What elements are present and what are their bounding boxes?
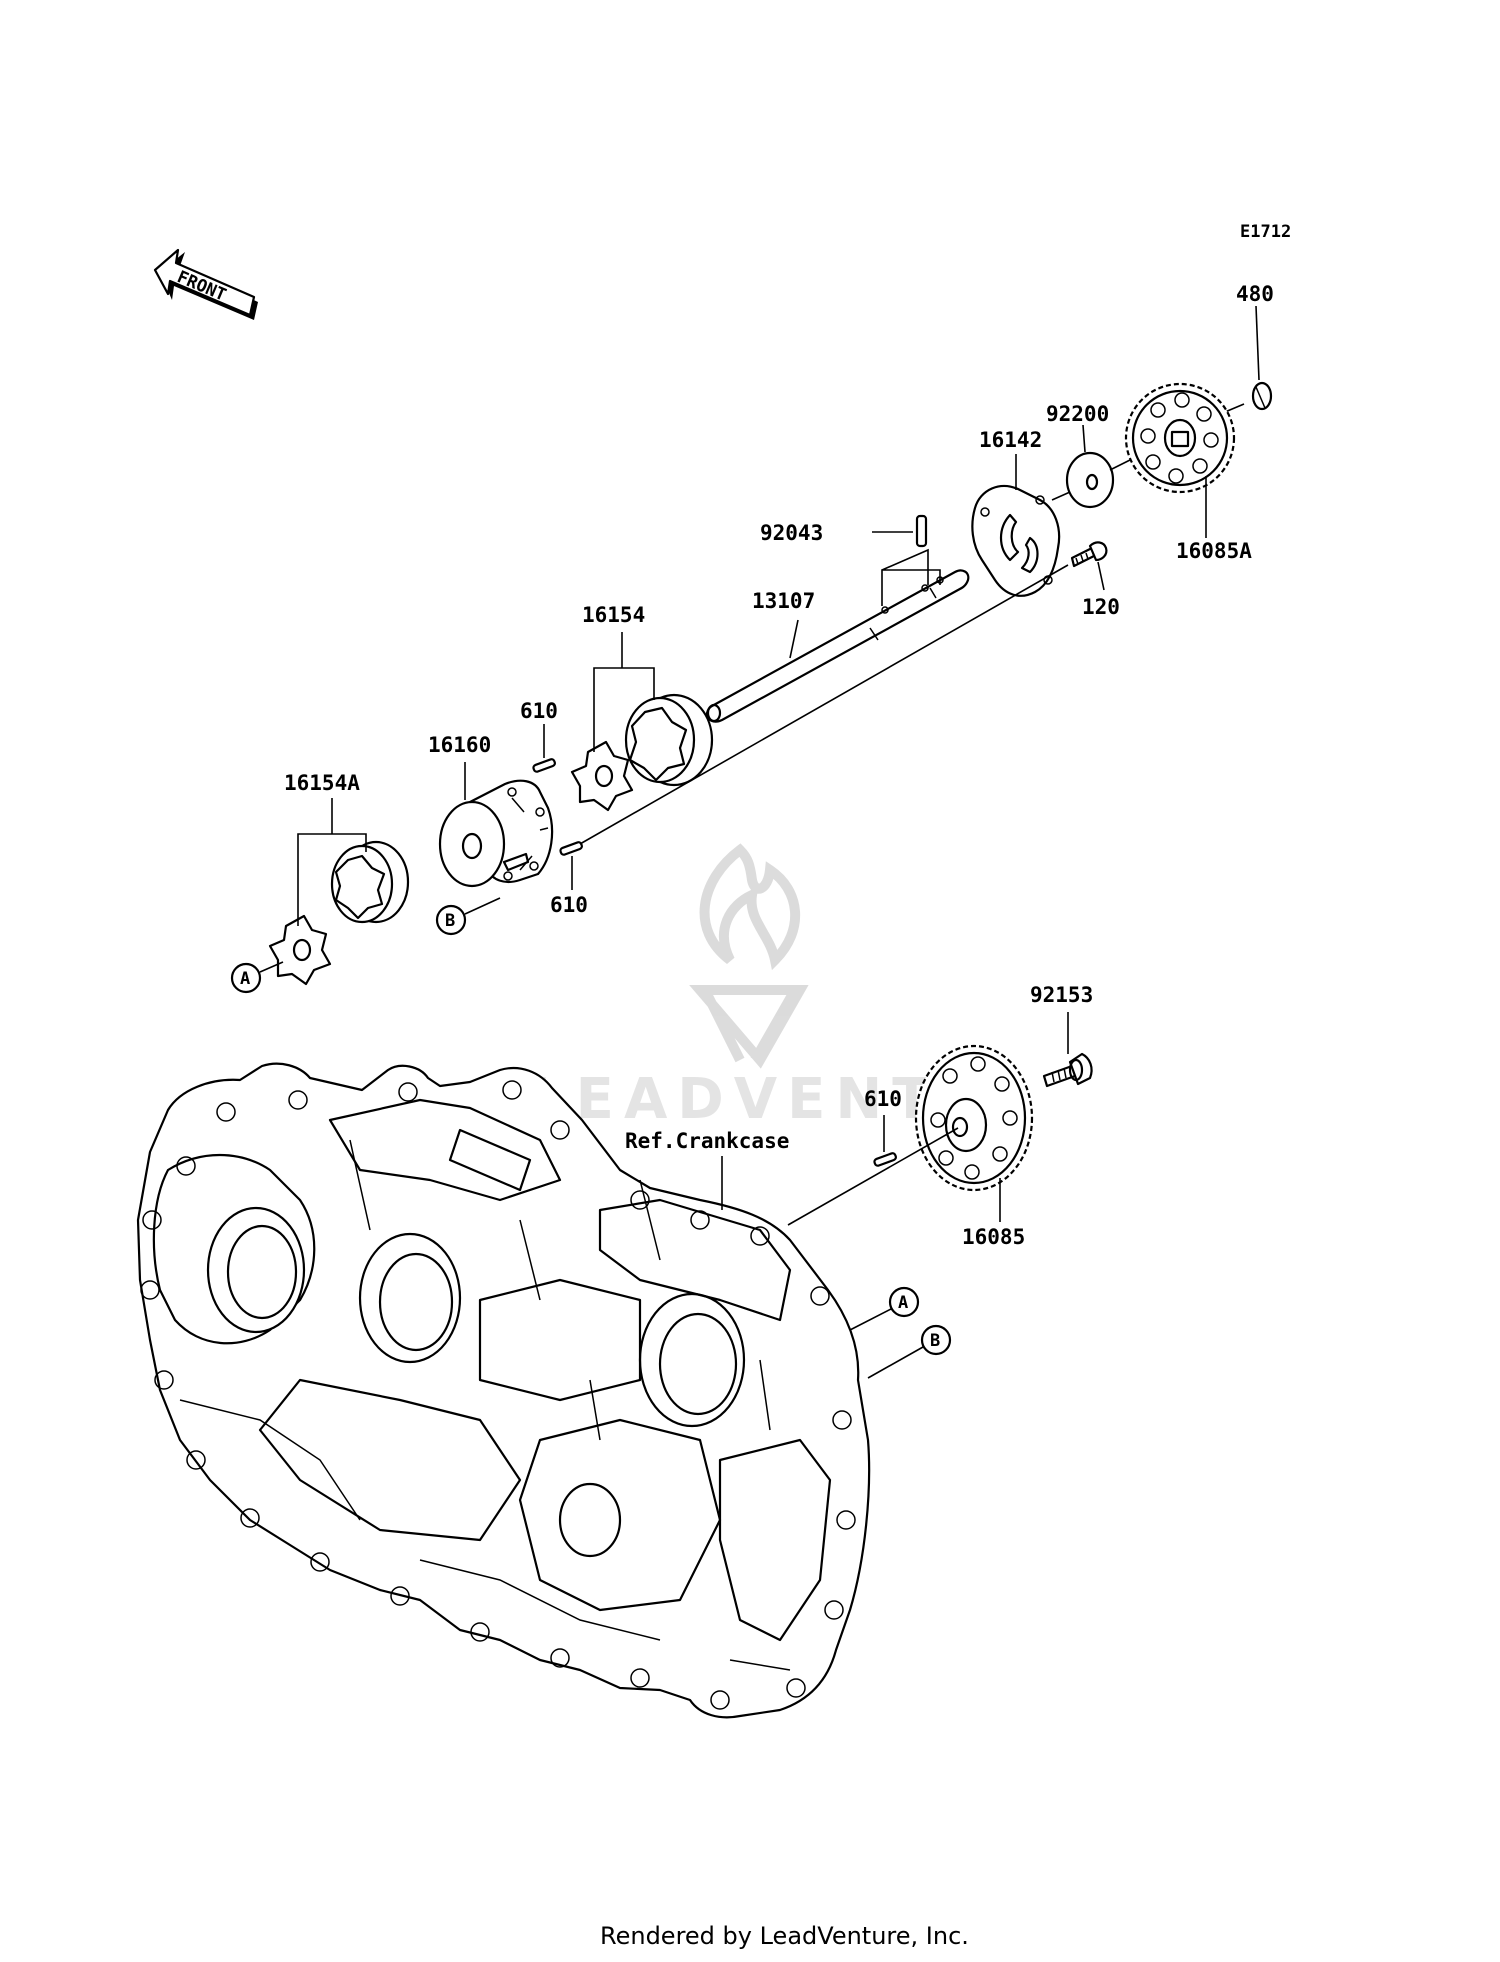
label-13107: 13107 (752, 589, 815, 613)
part-16154A-inner-rotor (268, 914, 332, 986)
ref-a-upper (230, 962, 262, 994)
label-610-low: 610 (864, 1087, 902, 1111)
watermark-logo (689, 843, 809, 1069)
part-13107-shaft (705, 569, 970, 723)
diagram-code: E1712 (1240, 222, 1291, 242)
bracket-92043 (881, 548, 941, 606)
part-92200-washer (1065, 451, 1115, 509)
part-610-top-pin (532, 758, 556, 773)
svg-text:A: A (898, 1293, 908, 1313)
part-crankcase (136, 1062, 871, 1719)
svg-text:B: B (930, 1331, 940, 1351)
label-16160: 16160 (428, 733, 491, 757)
leader-92200 (1082, 424, 1086, 453)
part-16154A-outer-rotor (330, 840, 410, 924)
part-92153-bolt (1042, 1052, 1093, 1088)
part-16142-cover (971, 484, 1061, 597)
label-610-top: 610 (520, 699, 558, 723)
leader-13107 (789, 619, 799, 659)
ref-b-lower (920, 1324, 952, 1356)
label-92153: 92153 (1030, 983, 1093, 1007)
ref-a-lower (888, 1286, 920, 1318)
label-ref-crankcase: Ref.Crankcase (625, 1129, 789, 1153)
bracket-16154 (593, 667, 655, 752)
front-arrow-icon: FRONT (153, 248, 258, 320)
leader-480 (1255, 305, 1260, 381)
part-480-circlip (1251, 381, 1273, 411)
part-16085A-gear (1124, 382, 1236, 494)
part-92043-pin (915, 514, 928, 548)
part-16085-gear (914, 1044, 1034, 1192)
part-16154-inner-rotor (570, 740, 634, 812)
label-16142: 16142 (979, 428, 1042, 452)
label-16085: 16085 (962, 1225, 1025, 1249)
part-16160-pump-body (438, 779, 554, 888)
ref-b-upper (435, 904, 467, 936)
watermark-text: LEADVENTU (530, 1067, 996, 1132)
label-16154A: 16154A (284, 771, 360, 795)
label-610-mid: 610 (550, 893, 588, 917)
part-120-bolt (1070, 541, 1108, 568)
part-16154-outer-rotor (624, 693, 714, 787)
label-92200: 92200 (1046, 402, 1109, 426)
svg-text:A: A (240, 969, 250, 989)
label-16154: 16154 (582, 603, 645, 627)
footer-credit: Rendered by LeadVenture, Inc. (600, 1922, 969, 1950)
svg-text:B: B (445, 911, 455, 931)
leader-120 (1097, 561, 1105, 591)
part-610-mid-pin (559, 841, 583, 856)
label-92043: 92043 (760, 521, 823, 545)
label-16085A: 16085A (1176, 539, 1252, 563)
part-610-low-pin (873, 1152, 897, 1167)
label-120: 120 (1082, 595, 1120, 619)
label-480: 480 (1236, 282, 1274, 306)
